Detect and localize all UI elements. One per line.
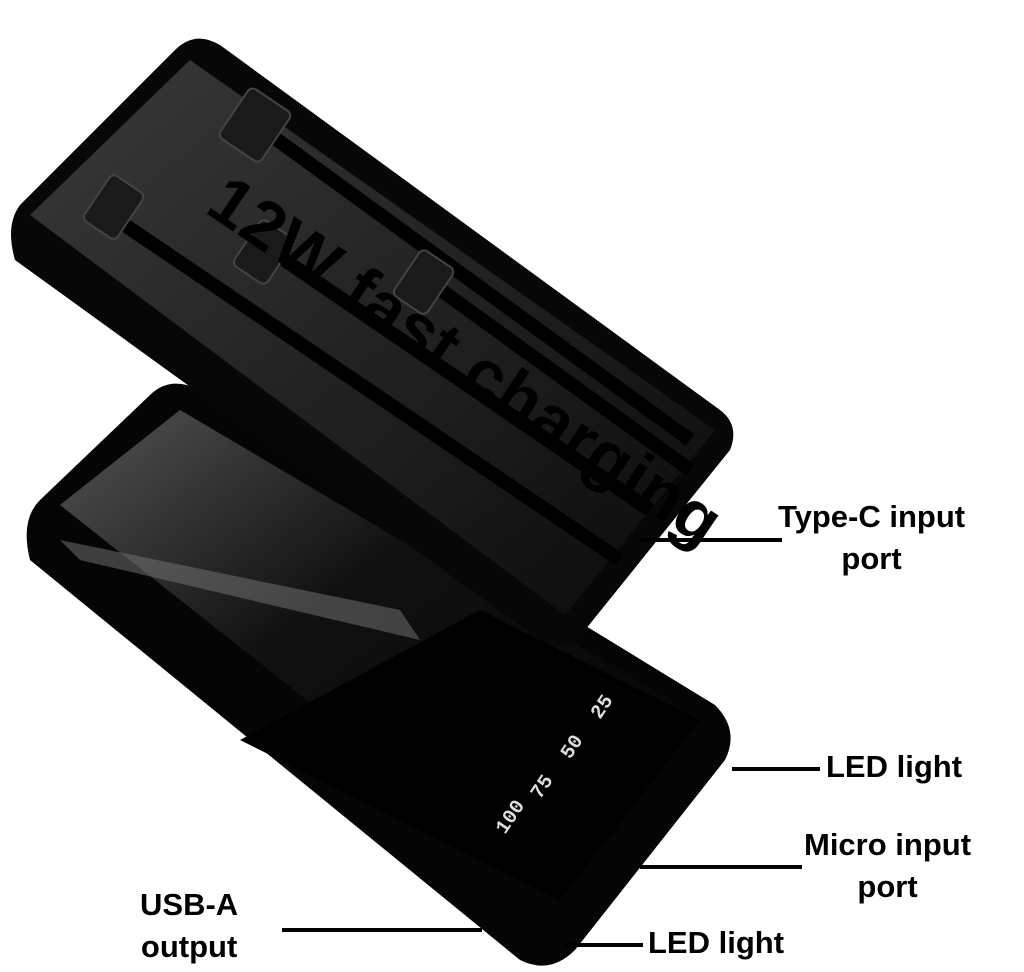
led-top-label: LED light [826, 749, 963, 784]
lower-power-bank: 25 50 75 100 [26, 383, 731, 966]
led-bottom-pointer [565, 943, 643, 947]
micro-label: Micro input port [804, 824, 971, 908]
led-top-pointer [732, 767, 820, 771]
usb-a-label: USB-A output [140, 884, 238, 968]
type-c-label-line2: port [841, 541, 902, 576]
upper-power-bank [11, 38, 734, 646]
type-c-pointer [640, 538, 782, 542]
usb-a-label-line1: USB-A [140, 887, 239, 922]
type-c-label: Type-C input port [778, 496, 965, 580]
micro-connector-icon [82, 174, 145, 240]
usb-a-pointer [282, 928, 482, 932]
usb-connector-icon [218, 87, 292, 163]
type-c-label-line1: Type-C input [778, 499, 966, 534]
lightning-connector-icon [392, 249, 455, 315]
type-c-connector-icon [232, 219, 295, 285]
built-in-cables [106, 114, 695, 566]
micro-pointer [640, 865, 802, 869]
usb-a-label-line2: output [140, 929, 238, 964]
led-bottom-label: LED light [648, 925, 785, 960]
micro-label-line1: Micro input [804, 827, 972, 862]
micro-label-line2: port [857, 869, 918, 904]
